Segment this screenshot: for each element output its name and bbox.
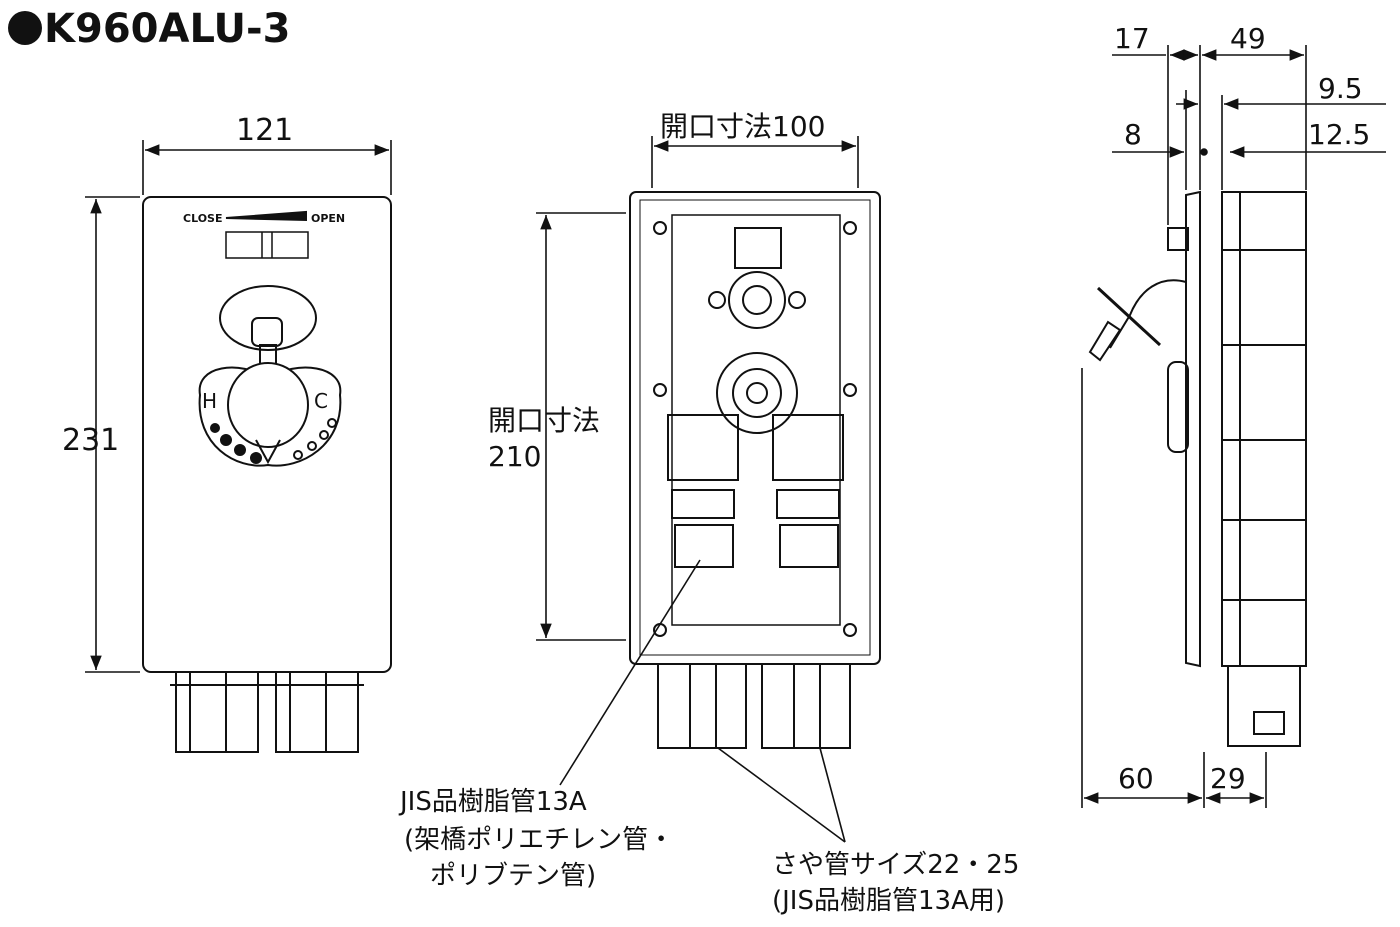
valve-main <box>716 352 798 434</box>
sheath-note-line2: (JIS品樹脂管13A用) <box>772 886 1005 916</box>
valve-top <box>734 227 782 269</box>
fitting-right <box>275 671 359 753</box>
sheath-note-line1: さや管サイズ22・25 <box>772 850 1019 880</box>
side-dimensions <box>1081 45 1386 808</box>
open-label: OPEN <box>311 212 345 225</box>
side-body <box>1221 191 1307 667</box>
sleeve-left <box>657 663 747 749</box>
knob-stem <box>251 317 283 347</box>
front-cover <box>142 196 392 673</box>
product-title: K960ALU-3 <box>8 6 290 52</box>
nut-left <box>674 524 734 568</box>
side-sleeve <box>1227 665 1301 747</box>
opening-dimensions <box>536 136 859 641</box>
dim-9-5-label: 9.5 <box>1318 72 1363 105</box>
product-code: K960ALU-3 <box>44 6 291 52</box>
outlet-block-left <box>667 414 739 481</box>
dim-8-label: 8 <box>1124 118 1142 151</box>
valve-upper <box>728 271 786 329</box>
leader-lines <box>559 559 846 843</box>
nut-right-top <box>776 489 840 519</box>
pipe-note-line2: (架橋ポリエチレン管・ <box>404 825 674 855</box>
fitting-left <box>175 671 259 753</box>
hot-label: H <box>202 389 217 413</box>
dim-49-label: 49 <box>1230 22 1266 55</box>
close-label: CLOSE <box>183 212 222 225</box>
front-view <box>142 196 392 753</box>
opening-height-label-2: 210 <box>488 440 541 473</box>
pipe-note-line1: JIS品樹脂管13A <box>398 787 587 817</box>
box-body <box>629 191 881 665</box>
side-view <box>1088 190 1307 747</box>
opening-width-label: 開口寸法100 <box>660 110 825 143</box>
knob-base <box>219 285 317 351</box>
bullet-icon <box>8 11 42 45</box>
width-121-label: 121 <box>236 113 293 148</box>
side-cover <box>1185 190 1201 668</box>
temperature-dial <box>198 366 342 467</box>
opening-height-label-1: 開口寸法 <box>488 404 600 437</box>
close-open-wedge <box>225 210 307 222</box>
dim-60-label: 60 <box>1118 762 1154 795</box>
pipe-note-line3: ポリブテン管) <box>430 861 596 891</box>
dim-29-label: 29 <box>1210 762 1246 795</box>
nut-left-top <box>671 489 735 519</box>
spout <box>1109 279 1187 349</box>
dim-17-label: 17 <box>1114 22 1150 55</box>
inner-view <box>629 191 881 749</box>
indicator-window <box>225 231 309 259</box>
sleeve-right <box>761 663 851 749</box>
nut-right <box>779 524 839 568</box>
cold-label: C <box>314 389 328 413</box>
mount-plate <box>671 214 841 626</box>
dim-12-5-label: 12.5 <box>1308 118 1370 151</box>
height-231-label: 231 <box>62 423 119 458</box>
outlet-block-right <box>772 414 844 481</box>
front-dimensions <box>85 140 392 673</box>
